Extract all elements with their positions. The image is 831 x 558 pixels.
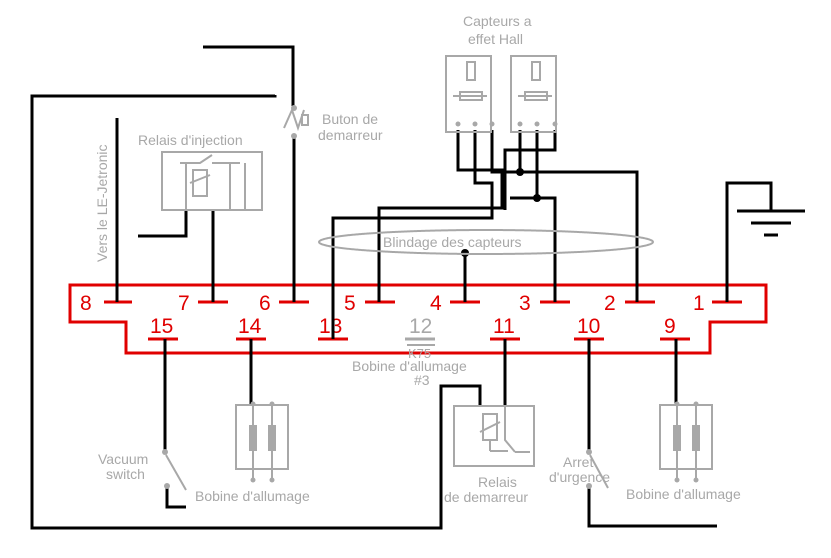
pin-label-5: 5 <box>344 292 356 315</box>
pin-label-3: 3 <box>519 292 531 315</box>
coil-left-label: Bobine d'allumage <box>195 488 310 504</box>
pin-label-2: 2 <box>604 292 616 315</box>
emergency-stop-label-2: d'urgence <box>549 469 610 485</box>
injection-relay-symbol <box>161 151 263 211</box>
sensor-junction-dot-1 <box>516 168 524 176</box>
pin-label-15: 15 <box>150 315 173 338</box>
start-button-label-2: demarreur <box>318 127 383 143</box>
hall-sensor-left <box>445 55 495 133</box>
coil-right-label: Bobine d'allumage <box>626 486 741 502</box>
vacuum-switch-label-2: switch <box>106 466 145 482</box>
start-button-symbol <box>283 105 309 139</box>
pin-label-8: 8 <box>80 292 92 315</box>
connector-outline <box>68 283 768 355</box>
ignition-coil-right-symbol <box>659 401 713 483</box>
wire-vacuum-switch-out <box>165 488 186 509</box>
ignition-coil-3-label-2: #3 <box>414 372 430 388</box>
hall-sensors-title-1: Capteurs a <box>463 13 532 29</box>
pin-label-4: 4 <box>430 292 442 315</box>
pin-label-9: 9 <box>664 315 676 338</box>
start-button-label-1: Buton de <box>322 111 378 127</box>
ground-icon <box>737 193 805 237</box>
hall-sensor-right <box>510 55 558 133</box>
wire-sensor-left-ground <box>490 130 639 302</box>
pin-label-11: 11 <box>493 315 515 338</box>
pin-label-14: 14 <box>238 315 262 338</box>
starter-relay-symbol <box>453 405 535 467</box>
vacuum-switch-label-1: Vacuum <box>98 451 148 467</box>
pin-label-12: 12 <box>409 315 432 338</box>
vacuum-switch-symbol <box>162 449 187 491</box>
wire-injection-relay-out <box>138 210 188 238</box>
sensor-junction-dot-2 <box>533 194 541 202</box>
wire-pin-1-ground <box>725 181 773 302</box>
emergency-stop-symbol <box>586 449 609 489</box>
pin-label-1: 1 <box>693 292 705 315</box>
k75-label: K75 <box>408 346 431 361</box>
wire-outer-loop <box>30 94 482 530</box>
wire-emergency-stop-out <box>587 488 717 528</box>
injection-relay-label: Relais d'injection <box>138 132 243 148</box>
wire-sensor-right-b <box>503 130 557 210</box>
wire-pin-3 <box>535 130 557 302</box>
sensor-shield-label: Blindage des capteurs <box>383 234 522 250</box>
pin-label-13: 13 <box>319 315 342 338</box>
pin-label-7: 7 <box>178 292 190 315</box>
wire-start-button-top <box>203 45 295 106</box>
ignition-coil-left-symbol <box>235 401 289 483</box>
ignition-coil-3-label-1: Bobine d'allumage <box>352 358 467 374</box>
hall-sensors-title-2: effet Hall <box>468 31 523 47</box>
starter-relay-label-2: de demarreur <box>444 489 528 505</box>
wire-pin-5 <box>377 130 504 302</box>
emergency-stop-label-1: Arret <box>563 454 593 470</box>
sensor-shield-ellipse <box>318 229 654 255</box>
le-jetronic-label: Vers le LE-Jetronic <box>94 145 110 263</box>
starter-relay-label-1: Relais <box>478 474 517 490</box>
pin-label-10: 10 <box>577 315 600 338</box>
pin-label-6: 6 <box>259 292 271 315</box>
